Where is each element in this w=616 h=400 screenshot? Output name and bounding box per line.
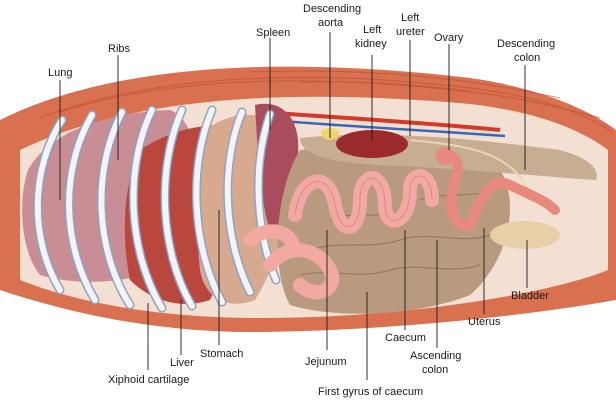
vena-cava <box>269 118 506 138</box>
muscle-stripes <box>39 70 613 133</box>
left-kidney <box>336 130 408 158</box>
descending-aorta <box>261 110 501 132</box>
label-jejunum: Jejunum <box>305 356 347 368</box>
label-stomach: Stomach <box>200 348 243 360</box>
uterus <box>435 149 560 231</box>
label-descending-colon-2: colon <box>514 52 540 64</box>
label-descending-colon-1: Descending <box>497 38 555 50</box>
label-uterus: Uterus <box>468 316 501 328</box>
leader-lines <box>59 32 528 380</box>
label-descending-aorta-2: aorta <box>318 17 344 29</box>
label-left-ureter-1: Left <box>401 12 419 24</box>
label-left-ureter-2: ureter <box>396 26 425 38</box>
label-first-gyrus-of-caecum: First gyrus of caecum <box>318 386 423 398</box>
label-left-kidney-2: kidney <box>355 38 387 50</box>
label-xiphoid-cartilage: Xiphoid cartilage <box>108 374 189 386</box>
ribs <box>33 105 281 313</box>
label-liver: Liver <box>170 357 194 369</box>
label-ascending-colon-2: colon <box>422 364 448 376</box>
bladder <box>490 221 560 249</box>
label-bladder: Bladder <box>511 290 549 302</box>
label-descending-aorta-1: Descending <box>303 3 361 15</box>
ovary <box>436 147 454 165</box>
label-ribs: Ribs <box>108 43 131 55</box>
label-ascending-colon-1: Ascending <box>410 350 461 362</box>
label-spleen: Spleen <box>256 27 290 39</box>
label-left-kidney-1: Left <box>363 24 381 36</box>
label-lung: Lung <box>48 67 72 79</box>
label-caecum: Caecum <box>385 332 426 344</box>
left-ureter <box>409 139 529 191</box>
label-ovary: Ovary <box>434 32 464 44</box>
